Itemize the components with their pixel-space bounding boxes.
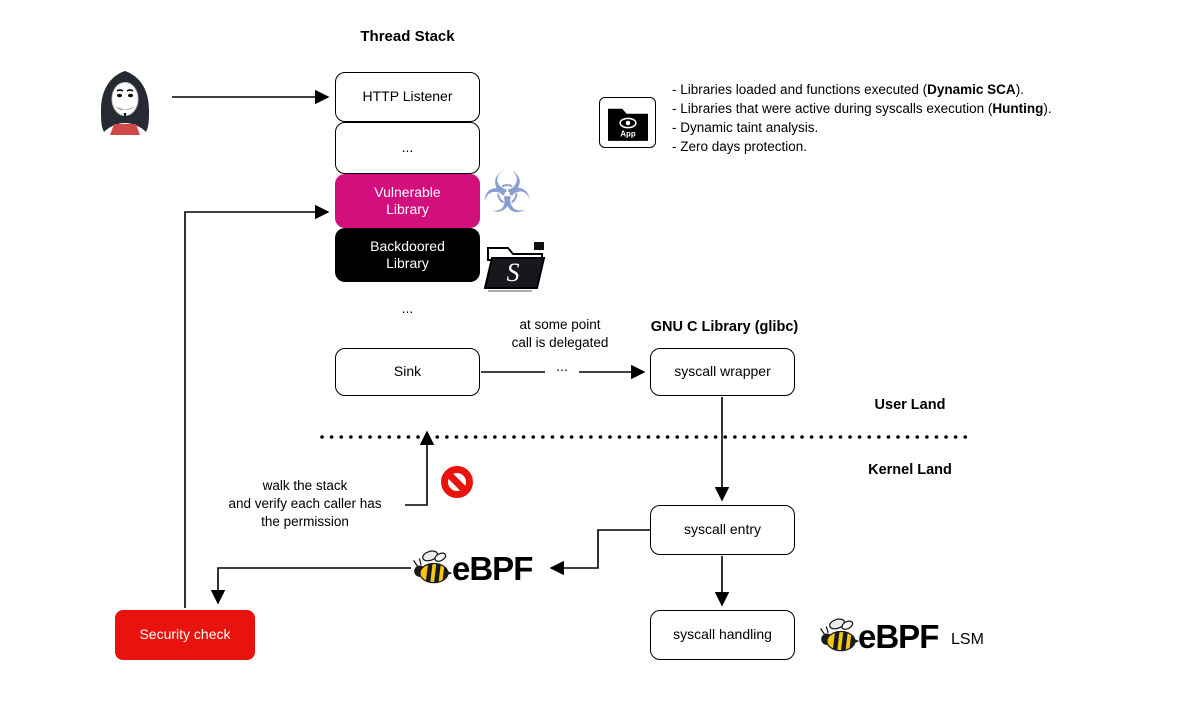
ebpf-bee-icon	[411, 547, 453, 589]
legend-line-bold: Dynamic SCA	[927, 82, 1016, 97]
legend-text: - Libraries loaded and functions execute…	[672, 80, 1052, 156]
kernel-land-label: Kernel Land	[868, 462, 952, 478]
syscall-wrapper-box: syscall wrapper	[650, 348, 795, 396]
syscall-entry-box: syscall entry	[650, 505, 795, 555]
legend-line-taint: - Dynamic taint analysis.	[672, 118, 1052, 137]
stack-ellipsis-below: ...	[401, 300, 414, 316]
legend-line-bold: Hunting	[992, 101, 1044, 116]
arrow-walk-note-up	[405, 430, 435, 506]
stack-box-http-listener: HTTP Listener	[335, 72, 480, 122]
arrow-security-check-to-vulnerable-library	[184, 204, 330, 608]
biohazard-icon: ☣	[482, 161, 533, 226]
arrow-ebpf-to-security-check	[210, 567, 411, 605]
svg-text:S: S	[507, 258, 520, 287]
backdoor-folder-icon: S	[483, 242, 546, 292]
user-land-label: User Land	[874, 397, 946, 413]
syscall-handling-box: syscall handling	[650, 610, 795, 660]
legend-line-dynamic-sca: - Libraries loaded and functions execute…	[672, 80, 1052, 99]
thread-stack-title: Thread Stack	[360, 28, 455, 45]
legend-app-icon-frame: App	[599, 97, 656, 148]
arrow-syscall-entry-to-ebpf	[549, 529, 650, 576]
legend-line-text: - Libraries that were active during sysc…	[672, 101, 993, 116]
ebpf-lsm-logo-text: eBPF	[858, 618, 939, 655]
ebpf-logo-text: eBPF	[452, 550, 533, 587]
legend-line-text: - Libraries loaded and functions execute…	[672, 82, 928, 97]
sink-box: Sink	[335, 348, 480, 396]
stack-box-ellipsis: ...	[335, 122, 480, 174]
app-folder-label: App	[620, 129, 635, 138]
delegation-dots: ...	[545, 358, 579, 374]
security-check-box: Security check	[115, 610, 255, 660]
legend-line-text: - Dynamic taint analysis.	[672, 120, 819, 135]
app-folder-eye-icon: App	[607, 108, 648, 141]
ebpf-lsm-bee-icon	[818, 615, 860, 657]
attacker-icon	[101, 71, 149, 135]
legend-line-text: - Zero days protection.	[672, 139, 808, 154]
legend-line-hunting: - Libraries that were active during sysc…	[672, 99, 1052, 118]
legend-line-zero-days: - Zero days protection.	[672, 137, 1052, 156]
delegation-note: at some point call is delegated	[511, 317, 609, 351]
stack-box-vulnerable-library: Vulnerable Library	[335, 174, 480, 228]
prohibition-icon	[441, 466, 473, 498]
legend-line-text: ).	[1043, 101, 1052, 116]
lsm-label: LSM	[951, 631, 984, 648]
stack-box-backdoored-library: Backdoored Library	[335, 228, 480, 282]
walk-stack-note: walk the stack and verify each caller ha…	[228, 478, 382, 530]
legend-line-text: ).	[1015, 82, 1024, 97]
glibc-title: GNU C Library (glibc)	[650, 319, 799, 335]
